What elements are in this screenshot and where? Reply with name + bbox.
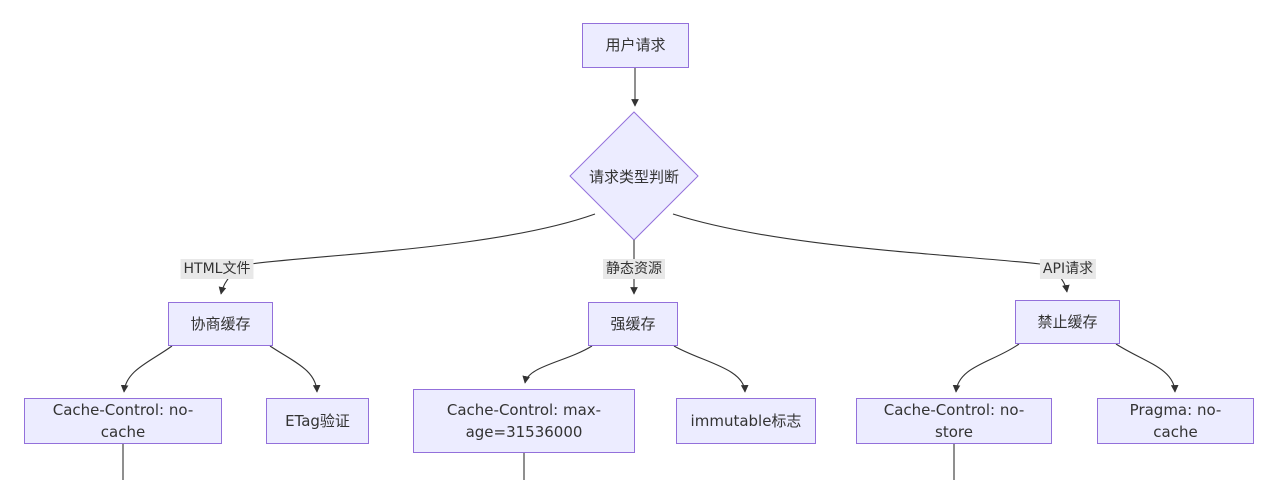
node-pragma-no-cache: Pragma: no-cache	[1097, 398, 1254, 444]
node-cache-control-no-cache: Cache-Control: no-cache	[24, 398, 222, 444]
edge-forbid-to-no-store	[952, 343, 1020, 393]
decision-diamond-shape	[569, 111, 699, 241]
edge-negotiated-to-etag	[269, 345, 321, 393]
node-strong-cache: 强缓存	[588, 302, 678, 346]
edge-strong-to-max-age	[522, 345, 593, 384]
edge-label-html-file: HTML文件	[180, 259, 254, 280]
node-cache-control-no-store: Cache-Control: no-store	[856, 398, 1052, 444]
node-negotiated-cache: 协商缓存	[168, 302, 273, 346]
node-forbid-cache: 禁止缓存	[1015, 300, 1120, 344]
edge-label-static-resource: 静态资源	[603, 259, 665, 280]
edge-forbid-to-pragma	[1115, 343, 1179, 393]
edge-negotiated-to-no-cache	[120, 345, 173, 393]
node-cache-control-max-age: Cache-Control: max-age=31536000	[413, 389, 635, 453]
node-etag-validation: ETag验证	[266, 398, 369, 444]
edge-label-api-request: API请求	[1039, 259, 1097, 280]
edge-decision-to-negotiated	[218, 213, 596, 295]
node-user-request: 用户请求	[582, 23, 689, 68]
node-immutable-flag: immutable标志	[676, 398, 816, 444]
edge-strong-to-immutable	[673, 345, 749, 393]
edge-decision-to-forbid	[672, 213, 1070, 293]
